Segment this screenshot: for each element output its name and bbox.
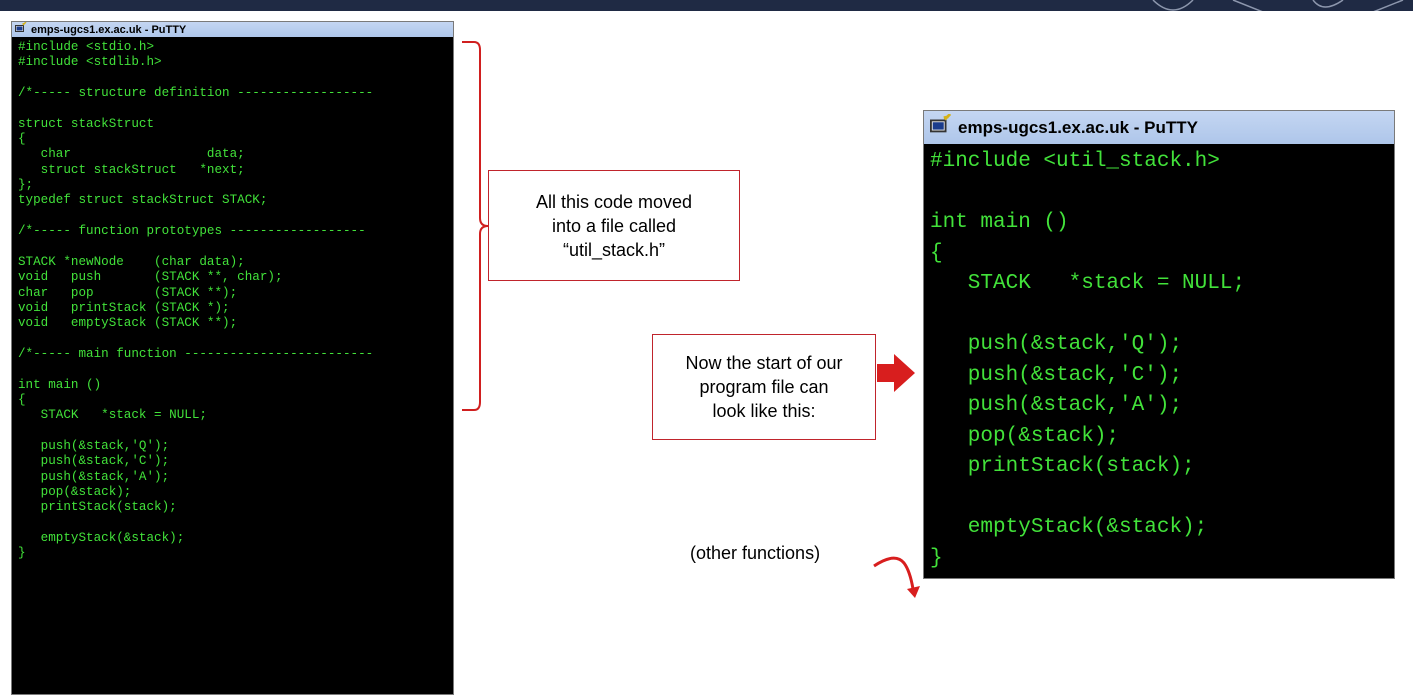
window-title: emps-ugcs1.ex.ac.uk - PuTTY — [31, 23, 187, 36]
putty-window-right[interactable]: emps-ugcs1.ex.ac.uk - PuTTY #include <ut… — [923, 110, 1395, 579]
window-titlebar[interactable]: emps-ugcs1.ex.ac.uk - PuTTY — [924, 111, 1394, 144]
curly-brace — [462, 41, 489, 411]
other-functions-label: (other functions) — [690, 543, 821, 563]
callout-moved-code: All this code moved into a file called “… — [488, 170, 740, 281]
callout-program-start: Now the start of our program file can lo… — [652, 334, 876, 440]
right-arrow-icon — [877, 354, 915, 392]
window-titlebar[interactable]: emps-ugcs1.ex.ac.uk - PuTTY — [12, 21, 453, 37]
top-banner — [0, 0, 1413, 11]
window-title: emps-ugcs1.ex.ac.uk - PuTTY — [958, 117, 1198, 137]
curved-arrow-icon — [873, 556, 915, 590]
terminal-code[interactable]: #include <util_stack.h> int main () { ST… — [930, 150, 1246, 570]
banner-decoration — [1152, 0, 1404, 11]
putty-terminal-icon — [15, 21, 27, 37]
putty-window-left[interactable]: emps-ugcs1.ex.ac.uk - PuTTY #include <st… — [11, 21, 454, 695]
putty-terminal-icon — [930, 113, 952, 141]
terminal-code[interactable]: #include <stdio.h> #include <stdlib.h> /… — [18, 40, 374, 561]
